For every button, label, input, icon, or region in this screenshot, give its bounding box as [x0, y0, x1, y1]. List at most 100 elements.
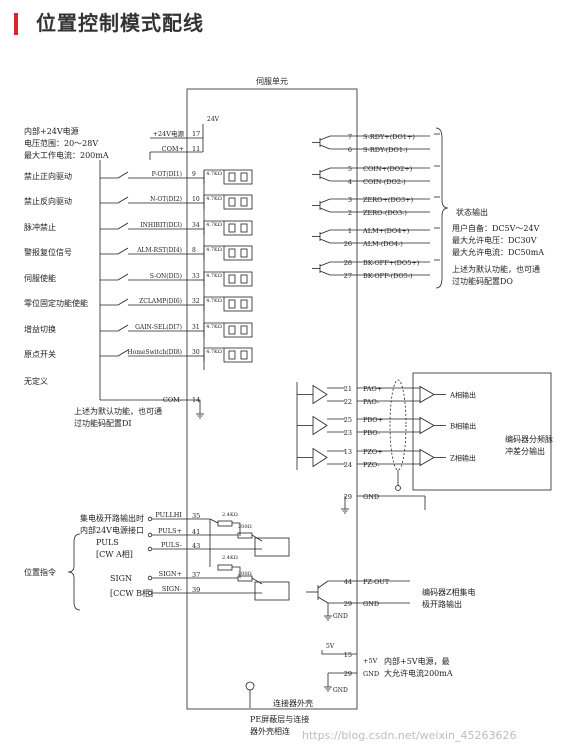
pulse-pin-label: SIGN+ — [159, 570, 182, 578]
pin-number: 29 — [344, 600, 352, 608]
do-transistor — [319, 176, 331, 182]
pin-number: 31 — [192, 324, 200, 331]
puls-label: PULS — [96, 538, 119, 547]
do-pin-label: BK-OFF+(DO5+) — [363, 259, 420, 267]
pin-number: 5 — [348, 165, 352, 173]
do-pin-label: ZERO-(DO3-) — [363, 209, 407, 217]
di-function-label: 警报复位信号 — [24, 247, 72, 257]
phase-output-label: B相输出 — [450, 422, 476, 431]
shield-terminal — [395, 485, 401, 491]
line-receiver — [419, 448, 435, 467]
do-pin-label: ALM-(DO4-) — [362, 240, 403, 248]
pin-number: 28 — [344, 259, 352, 267]
power-note-line: 电压范围：20～28V — [24, 138, 98, 148]
do-transistor — [319, 261, 331, 267]
position-command-brace — [67, 533, 81, 611]
phase-output-label: A相输出 — [449, 391, 476, 400]
page-title: 位置控制模式配线 — [36, 11, 204, 35]
pin-number: 11 — [192, 145, 200, 153]
do-pin-label: BK-OFF-(DO5-) — [363, 272, 413, 280]
position-command-label: 位置指令 — [24, 567, 56, 577]
pulse-wire — [209, 518, 219, 524]
di-function-label: 增益切换 — [24, 324, 56, 334]
di-function-label: 零位固定功能使能 — [24, 298, 88, 308]
pin-number: 29 — [344, 670, 352, 678]
di-function-label: 原点开关 — [24, 349, 56, 359]
resistor-label: 4.7KΩ — [206, 171, 222, 177]
pulse-optocoupler — [254, 537, 290, 557]
optocoupler — [223, 220, 253, 236]
pin-number: 37 — [192, 571, 200, 579]
pulse-wire — [251, 534, 263, 542]
pin-number: 1 — [348, 227, 352, 235]
pz-transistor — [317, 596, 329, 604]
opto-transistor — [240, 350, 248, 360]
power-note-line: 内部+24V电源 — [24, 126, 79, 136]
tag-24v: 24V — [207, 116, 220, 123]
resistor-label: 4.7KΩ — [206, 196, 222, 202]
status-output-line: 最大允许电流：DC50mA — [452, 247, 544, 257]
pulse-pin-label: PULS- — [161, 541, 182, 549]
opto-led — [228, 274, 236, 284]
resistor — [237, 532, 253, 539]
do-note-line: 上述为默认功能，也可通 — [452, 264, 540, 274]
di-switch-contact — [117, 196, 129, 204]
do-transistor — [319, 144, 331, 150]
status-output-line: 最大允许电压：DC30V — [452, 235, 537, 245]
optocoupler — [223, 322, 253, 338]
pin-number: 13 — [344, 448, 352, 456]
do-pin-label: ALM+(DO4+) — [362, 227, 410, 235]
pin-label-com-plus: COM+ — [162, 145, 184, 153]
watermark: https://blog.csdn.net/weixin_45263626 — [302, 729, 517, 742]
pin-number: 6 — [348, 146, 352, 154]
title-accent-bar — [14, 13, 18, 35]
opto-transistor — [240, 197, 248, 207]
encoder-box-label: 编码器分频脉 — [505, 434, 553, 444]
puls-label: [CW A相] — [96, 549, 133, 559]
opto-led — [228, 325, 236, 335]
di-switch-contact — [117, 222, 129, 230]
di-pin-label: ALM-RST(DI4) — [136, 247, 182, 254]
pin-number: 24 — [344, 461, 352, 469]
line-driver — [312, 415, 328, 436]
di-function-label: 脉冲禁止 — [24, 222, 56, 232]
opto-transistor — [240, 223, 248, 233]
do-transistor — [319, 198, 331, 204]
optocoupler — [223, 271, 253, 287]
di-switch-contact — [117, 171, 129, 179]
pin-number: 21 — [344, 385, 352, 393]
pe-note-line: PE屏蔽层与连接 — [250, 714, 309, 724]
optocoupler — [223, 296, 253, 312]
status-output-brace — [435, 127, 449, 289]
gnd-label: GND — [333, 687, 348, 694]
pin-number: 4 — [348, 178, 352, 186]
di-switch-contact — [117, 298, 129, 306]
sign-label: [CCW B相] — [110, 588, 153, 598]
di-pin-label: P-OT(DI1) — [152, 171, 182, 178]
encoder-receiver-box — [412, 372, 552, 491]
do-transistor — [319, 207, 331, 213]
do-transistor — [319, 270, 331, 276]
status-output-line: 用户自备：DC5V～24V — [452, 223, 540, 233]
resistor-label: 200Ω — [238, 571, 252, 577]
pin-number: 8 — [192, 247, 196, 254]
power-note-line: 最大工作电流：200mA — [24, 150, 109, 160]
optocoupler — [223, 169, 253, 185]
resistor-label: 2.4KΩ — [222, 512, 238, 518]
line-driver — [312, 447, 328, 468]
opto-led — [228, 299, 236, 309]
gnd-pin-label: GND — [363, 600, 379, 608]
oc-z-note: 极开路输出 — [422, 599, 462, 609]
oc-z-note: 编码器Z相集电 — [422, 587, 476, 597]
pulse-terminal — [147, 575, 153, 581]
di-switch-contact — [117, 349, 129, 357]
di-pin-label: GAIN-SEL(DI7) — [135, 324, 182, 331]
pin-number: 30 — [192, 349, 200, 356]
resistor-label: 4.7KΩ — [206, 222, 222, 228]
pin-number: 33 — [192, 273, 200, 280]
optocoupler — [223, 245, 253, 261]
di-function-label: 禁止反向驱动 — [24, 196, 72, 206]
pin-number: 39 — [192, 586, 200, 594]
pin-number: 41 — [192, 528, 200, 536]
